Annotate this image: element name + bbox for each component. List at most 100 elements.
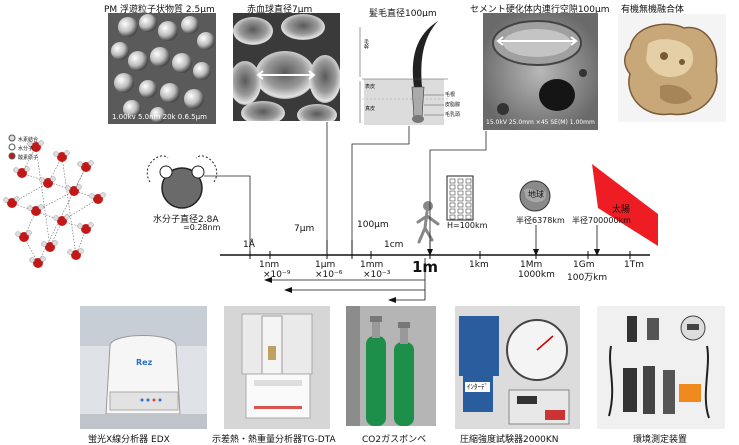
edx-photo: Rez: [80, 306, 207, 429]
tgdta-drawing: [224, 306, 330, 429]
caption-cement: セメント硬化体内連行空隙100μm: [470, 5, 610, 15]
cement-pore: [483, 13, 598, 130]
building-window: [465, 208, 472, 214]
water-molecule-label-2: =0.28nm: [183, 223, 221, 232]
hair-label-right-1: 毛根: [445, 92, 456, 98]
building-window: [449, 202, 456, 208]
sun-name: 太陽: [612, 205, 631, 215]
pm25-scale-text: 1.00kv 5.0nm 20k 0.6.5μm: [112, 113, 207, 121]
cement-photo: 15.0kV 25.0mm ×45 SE(M) 1.00mm: [483, 13, 598, 130]
caption-env: 環境測定装置: [633, 435, 688, 445]
press-photo: ｲﾝﾀｰﾃﾞ: [455, 306, 580, 429]
building-window: [449, 178, 456, 184]
hydrogen-atom: [27, 205, 33, 211]
caption-tgdta: 示差熱・熱重量分析器TG-DTA: [212, 435, 336, 445]
oxygen-atom: [71, 250, 81, 260]
scale-label-m: 1m: [412, 258, 439, 276]
oxygen-atom: [81, 224, 91, 234]
water-molecule-label-1: 水分子直径2.8A: [153, 215, 219, 225]
hydrogen-atom: [76, 184, 82, 190]
caption-hair: 髪毛直径100μm: [369, 9, 437, 19]
hydrogen-bond: [61, 156, 77, 256]
tgdta-photo: [224, 306, 330, 429]
hair-label-left-b1: 表皮: [365, 84, 376, 90]
building-window: [449, 190, 456, 196]
scale-label-7um: 7μm: [294, 224, 315, 234]
caption-pm25: PM 浮遊粒子状物質 2.5μm: [104, 5, 215, 15]
scale-label-1cm: 1cm: [384, 240, 404, 250]
scale-label-km: 1km: [469, 260, 489, 270]
scale-label-Gm-sub: 100万km: [567, 273, 608, 283]
press-drawing: [455, 306, 580, 429]
building-window: [465, 184, 472, 190]
oxygen-atom: [19, 232, 29, 242]
scale-label-nm: 1nm: [259, 260, 280, 270]
edx-brand: Rez: [136, 358, 153, 367]
building-window: [457, 214, 464, 220]
scale-label-mm: 1mm: [360, 260, 384, 270]
building-window: [457, 184, 464, 190]
building-window: [457, 196, 464, 202]
hydrogen-atom: [38, 140, 44, 146]
hair-label-right-2: 皮脂腺: [445, 102, 461, 108]
edx-drawing: [80, 306, 207, 429]
hydrogen-atom: [64, 150, 70, 156]
hydrogen-atom: [39, 177, 45, 183]
caption-edx: 蛍光X線分析器 EDX: [88, 435, 170, 445]
hydrogen-atom: [67, 249, 73, 255]
oxygen-atom: [81, 162, 91, 172]
building-window: [465, 214, 472, 220]
caption-rbc: 赤血球直径7μm: [247, 5, 313, 15]
hydrogen-atom: [53, 151, 59, 157]
hydrogen-atom: [24, 166, 30, 172]
hydrogen-atom: [50, 176, 56, 182]
building-window: [457, 178, 464, 184]
oxygen-atom: [7, 198, 17, 208]
water-legend-dot: [8, 134, 16, 142]
hydrogen-atom: [88, 222, 94, 228]
hydrogen-atom: [38, 204, 44, 210]
scale-label-um-exp: ×10⁻⁶: [315, 270, 343, 280]
building-window: [449, 208, 456, 214]
co2-drawing: [346, 306, 436, 426]
cement-scale-text: 15.0kV 25.0mm ×45 SE(M) 1.00mm: [486, 119, 595, 126]
building-window: [465, 202, 472, 208]
hydrogen-atom: [78, 248, 84, 254]
hydrogen-bond: [35, 146, 51, 248]
building-window: [465, 196, 472, 202]
hydrogen-atom: [3, 197, 9, 203]
building-label: H=100km: [447, 221, 488, 230]
hydrogen-bond: [61, 198, 99, 222]
hydrogen-atom: [29, 257, 35, 263]
building-window: [457, 208, 464, 214]
hydrogen-atom: [41, 241, 47, 247]
scale-label-Mm-sub: 1000km: [518, 270, 555, 280]
oxygen-atom: [57, 152, 67, 162]
earth-radius: 半径6378km: [516, 216, 565, 225]
hydrogen-bond: [35, 190, 75, 212]
water-legend-1: 水素結合: [18, 137, 39, 143]
scale-label-Tm: 1Tm: [624, 260, 644, 270]
building-window: [457, 202, 464, 208]
hair-diagram: 毛幹 表皮 真皮 毛根 皮脂腺 毛乳頭: [352, 17, 465, 125]
hydrogen-atom: [100, 192, 106, 198]
hydrogen-atom: [40, 256, 46, 262]
press-sign: ｲﾝﾀｰﾃﾞ: [465, 382, 490, 392]
hydrogen-atom: [52, 240, 58, 246]
scale-label-nm-exp: ×10⁻⁹: [263, 270, 291, 280]
hydrogen-atom: [65, 185, 71, 191]
rbc-cells: [233, 13, 340, 121]
scale-label-Mm: 1Mm: [520, 260, 543, 270]
building-icon: [446, 175, 474, 221]
scale-label-angstrom: 1Å: [243, 240, 255, 250]
water-legend-dot: [8, 152, 16, 160]
caption-co2: CO2ガスボンベ: [362, 435, 427, 445]
pm25-particles: [108, 13, 216, 124]
building-window: [457, 190, 464, 196]
scale-label-100um: 100μm: [357, 220, 389, 230]
hydrogen-atom: [88, 160, 94, 166]
oxygen-atom: [33, 258, 43, 268]
water-network-svg: [3, 134, 106, 268]
hydrogen-atom: [26, 230, 32, 236]
rbc-photo: [233, 13, 340, 121]
